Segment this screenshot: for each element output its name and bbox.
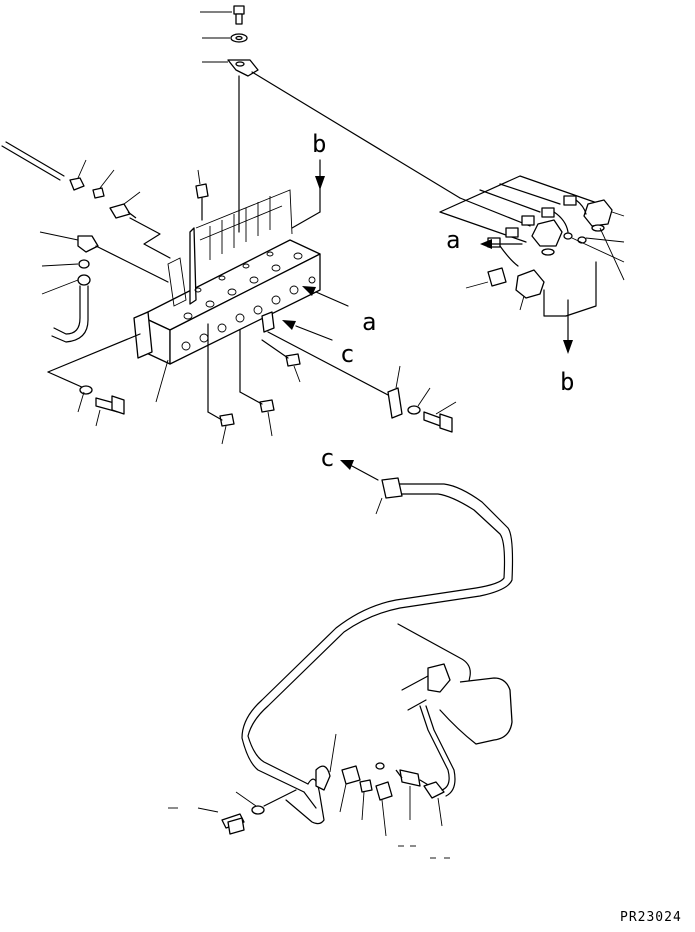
sensor-plug — [465, 267, 507, 289]
top-bolt — [200, 5, 245, 25]
right-bolt — [423, 401, 457, 433]
callout-dashes — [398, 845, 450, 859]
lower-washer — [235, 789, 297, 815]
left-sleeve — [92, 169, 115, 199]
small-nuts — [563, 227, 625, 281]
engine-mount — [397, 623, 513, 745]
bottom-fitting-3 — [261, 339, 301, 383]
lower-bolt — [168, 807, 245, 835]
right-washer — [407, 387, 431, 415]
left-hose — [41, 274, 91, 343]
view-label-c-block: c — [340, 340, 354, 368]
view-label-a-block: a — [362, 308, 376, 336]
plate-fitting — [195, 169, 209, 221]
left-washer — [77, 385, 93, 413]
right-clamp — [387, 365, 403, 419]
left-elbow — [39, 231, 169, 283]
connectors — [487, 195, 587, 267]
left-nut — [69, 159, 87, 191]
valve-block — [133, 189, 321, 365]
top-clamp — [202, 59, 259, 77]
lower-nut — [339, 765, 361, 813]
bottom-fitting-1 — [207, 411, 235, 445]
view-label-c-pipe: c — [320, 444, 334, 472]
left-nut-2 — [41, 259, 90, 269]
pipe-end-fitting — [375, 477, 403, 515]
figure-code: PR23024 — [620, 910, 682, 925]
lower-tube — [419, 705, 456, 827]
left-bolt — [95, 395, 125, 427]
lower-connector — [395, 769, 421, 820]
pressure-switch-1 — [583, 199, 625, 232]
pressure-switch-2 — [531, 219, 563, 256]
left-pipe — [1, 141, 65, 181]
lower-clamp — [315, 733, 337, 791]
left-connector — [109, 191, 171, 259]
long-pipe — [241, 483, 514, 825]
temperature-sensor — [515, 269, 545, 311]
view-label-b-top: b — [312, 130, 326, 158]
view-label-a-harness: a — [446, 226, 460, 254]
top-washer — [202, 33, 248, 43]
bottom-fitting-2 — [239, 391, 275, 437]
lower-elbow — [375, 762, 393, 837]
view-label-b-harness: b — [560, 368, 574, 396]
lower-sleeve — [359, 779, 373, 821]
